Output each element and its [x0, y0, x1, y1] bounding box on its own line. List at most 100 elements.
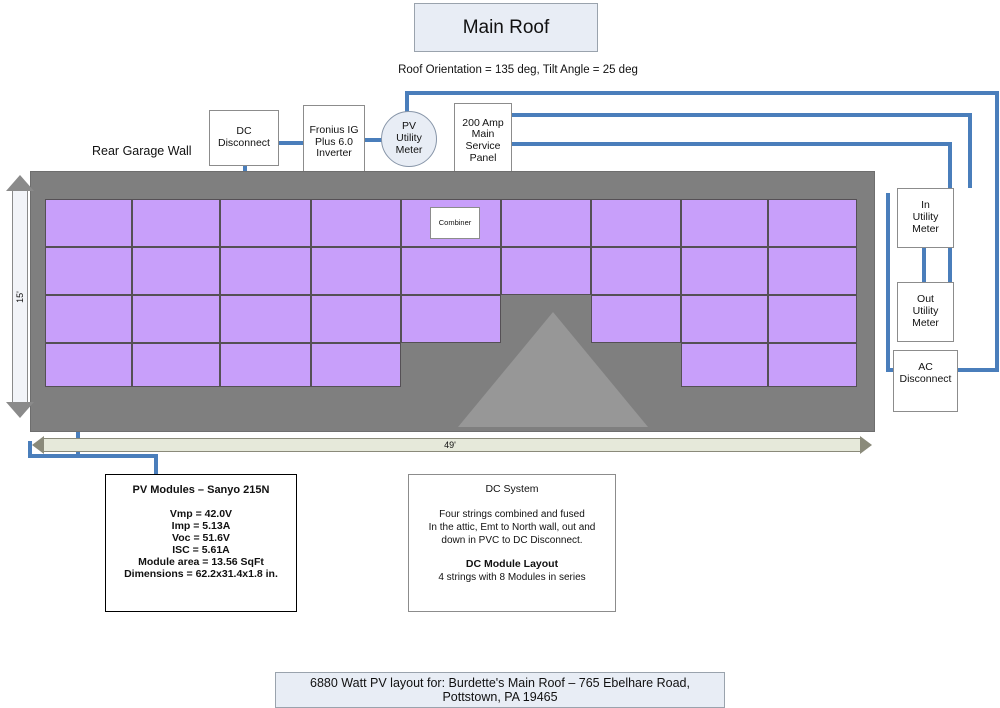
solar-panel[interactable]	[681, 247, 768, 295]
combiner-label: Combiner	[438, 217, 472, 227]
solar-panel[interactable]	[501, 199, 591, 247]
inverter-line-1: Fronius IG	[309, 123, 359, 136]
wire-inverter-to-pvmeter	[364, 138, 386, 142]
in-utility-meter-box[interactable]: In Utility Meter	[897, 188, 954, 248]
solar-panel[interactable]	[45, 295, 132, 343]
solar-panel[interactable]	[768, 247, 857, 295]
wire-msp-to-outmeter-h	[512, 142, 952, 146]
dim-width-arrow-left	[32, 436, 44, 454]
inverter-line-2: Plus 6.0	[315, 135, 353, 148]
solar-panel[interactable]	[401, 247, 501, 295]
solar-panel[interactable]	[768, 199, 857, 247]
wire-inmeter-to-outmeter	[922, 248, 926, 282]
solar-panel[interactable]	[132, 295, 220, 343]
dc-disconnect-box[interactable]: DC Disconnect	[209, 110, 279, 166]
dim-height-arrow-bottom	[6, 402, 34, 418]
in-utility-meter-line-1: In	[921, 199, 930, 212]
wire-array-drop-left-vertical	[28, 441, 32, 458]
dc-system-desc-line-2: In the attic, Emt to North wall, out and	[428, 521, 596, 533]
dim-height-arrow-top	[6, 175, 34, 191]
solar-panel[interactable]	[681, 343, 768, 387]
dc-system-desc-line-3: down in PVC to DC Disconnect.	[441, 534, 583, 546]
solar-panel[interactable]	[501, 247, 591, 295]
in-utility-meter-line-3: Meter	[912, 222, 939, 235]
solar-panel[interactable]	[591, 295, 681, 343]
pv-modules-title: PV Modules – Sanyo 215N	[132, 484, 270, 496]
roof-orientation-note: Roof Orientation = 135 deg, Tilt Angle =…	[398, 64, 638, 76]
pv-utility-meter-line-3: Meter	[395, 143, 423, 156]
solar-panel[interactable]	[768, 343, 857, 387]
out-utility-meter-line-2: Utility	[912, 305, 939, 318]
solar-panel[interactable]	[45, 247, 132, 295]
main-service-panel-line-3: Service	[465, 140, 501, 152]
wire-msp-to-inmeter-h	[512, 113, 972, 117]
ac-disconnect-line-2: Disconnect	[899, 372, 952, 385]
dim-width-label: 49'	[444, 440, 456, 450]
footer-line-2: Pottstown, PA 19465	[442, 690, 558, 704]
dc-disconnect-line-1: DC	[236, 125, 252, 138]
solar-panel[interactable]	[45, 199, 132, 247]
solar-panel[interactable]	[220, 199, 311, 247]
solar-panel[interactable]	[220, 343, 311, 387]
dc-module-layout-title: DC Module Layout	[465, 557, 559, 570]
solar-panel[interactable]	[45, 343, 132, 387]
pv-utility-meter-line-2: Utility	[396, 132, 422, 145]
out-utility-meter-box[interactable]: Out Utility Meter	[897, 282, 954, 342]
wire-acdisc-left-vertical	[886, 193, 890, 372]
pv-spec-isc: ISC = 5.61A	[172, 544, 230, 556]
dim-width-arrow-right	[860, 436, 872, 454]
wire-array-drop-horizontal	[28, 454, 158, 458]
solar-panel[interactable]	[591, 199, 681, 247]
pv-utility-meter-box[interactable]: PV Utility Meter	[381, 111, 437, 167]
solar-panel[interactable]	[311, 295, 401, 343]
solar-panel[interactable]	[681, 295, 768, 343]
solar-panel[interactable]	[681, 199, 768, 247]
wire-dcdisconnect-to-inverter-h2	[268, 141, 304, 145]
solar-panel[interactable]	[311, 343, 401, 387]
wire-acdisc-left-stub	[886, 368, 896, 372]
ac-disconnect-box[interactable]: AC Disconnect	[893, 350, 958, 412]
pv-spec-dims: Dimensions = 62.2x31.4x1.8 in.	[124, 568, 278, 580]
dc-system-desc-line-1: Four strings combined and fused	[439, 508, 585, 520]
solar-panel[interactable]	[311, 199, 401, 247]
dc-system-title: DC System	[485, 483, 539, 495]
solar-panel[interactable]	[220, 295, 311, 343]
solar-panel[interactable]	[220, 247, 311, 295]
solar-panel[interactable]	[768, 295, 857, 343]
solar-panel[interactable]	[132, 343, 220, 387]
ac-disconnect-line-1: AC	[918, 361, 933, 373]
inverter-line-3: Inverter	[316, 147, 352, 160]
pv-utility-meter-line-1: PV	[401, 120, 416, 133]
main-service-panel-box[interactable]: 200 Amp Main Service Panel	[454, 103, 512, 179]
solar-panel[interactable]	[132, 247, 220, 295]
wire-msp-to-inmeter-v	[968, 113, 972, 188]
pv-spec-imp: Imp = 5.13A	[171, 520, 231, 532]
dim-height-label: 15'	[15, 291, 25, 303]
solar-panel[interactable]	[591, 247, 681, 295]
dc-system-info-box: DC System Four strings combined and fuse…	[408, 474, 616, 612]
solar-panel[interactable]	[401, 295, 501, 343]
combiner-box[interactable]: Combiner	[430, 207, 480, 239]
main-service-panel-line-4: Panel	[469, 151, 497, 164]
footer-line-1: 6880 Watt PV layout for: Burdette's Main…	[310, 676, 690, 690]
wire-pvmeter-riser	[405, 91, 409, 113]
wire-array-drop-to-infobox	[154, 454, 158, 474]
out-utility-meter-line-3: Meter	[912, 316, 939, 329]
main-service-panel-line-2: Main	[471, 128, 495, 141]
page-title: Main Roof	[414, 3, 598, 52]
wire-right-outer-bus-vertical	[995, 91, 999, 372]
solar-panel[interactable]	[311, 247, 401, 295]
solar-panel[interactable]	[132, 199, 220, 247]
pv-spec-voc: Voc = 51.6V	[172, 532, 230, 544]
dc-disconnect-line-2: Disconnect	[218, 137, 270, 149]
in-utility-meter-line-2: Utility	[912, 211, 939, 224]
footer-title-box: 6880 Watt PV layout for: Burdette's Main…	[275, 672, 725, 708]
inverter-box[interactable]: Fronius IG Plus 6.0 Inverter	[303, 105, 365, 180]
main-service-panel-line-1: 200 Amp	[462, 116, 504, 129]
wire-right-outer-bus-to-acdisc	[958, 368, 999, 372]
dc-module-layout-desc: 4 strings with 8 Modules in series	[438, 572, 586, 584]
page-title-text: Main Roof	[462, 16, 550, 38]
pv-spec-area: Module area = 13.56 SqFt	[138, 556, 264, 568]
wire-pvmeter-top-bus	[405, 91, 999, 95]
pv-spec-vmp: Vmp = 42.0V	[169, 508, 233, 520]
